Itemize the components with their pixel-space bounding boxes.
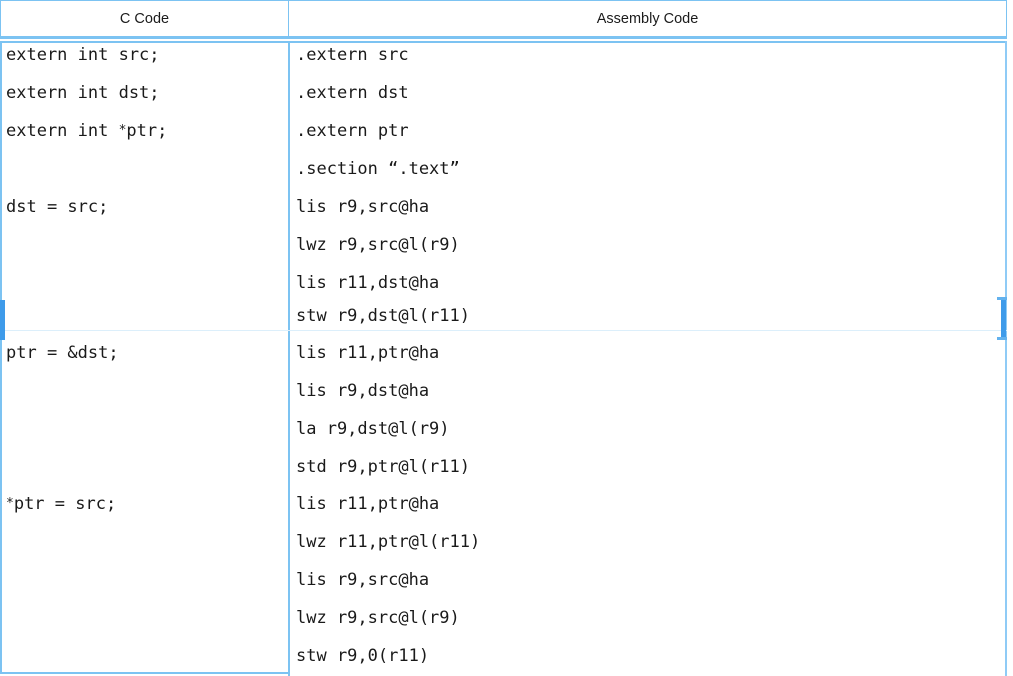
assembly-code-cell: .extern src .extern dst .extern ptr .sectio… [296, 41, 1002, 676]
resize-tick-bottom [997, 337, 1007, 340]
c-code-blank-line [6, 608, 16, 628]
c-code-blank-line [6, 570, 16, 590]
assembly-code-line: lwz r9,src@l(r9) [296, 608, 460, 628]
assembly-code-line: lis r11,ptr@ha [296, 494, 440, 514]
assembly-code-line: .extern dst [296, 83, 409, 103]
c-code-blank-line [6, 311, 16, 331]
assembly-code-line: .extern ptr [296, 121, 409, 141]
assembly-code-line: lwz r11,ptr@l(r11) [296, 532, 481, 552]
header-rule-line-bottom [0, 41, 1007, 43]
c-code-line: dst = src; [6, 197, 109, 217]
c-code-blank-line [6, 273, 16, 293]
assembly-code-line: std r9,ptr@l(r11) [296, 457, 470, 477]
c-code-blank-line [6, 159, 16, 179]
assembly-code-line: stw r9,dst@l(r11) [296, 306, 470, 326]
header-double-rule [0, 37, 1007, 43]
assembly-code-line: lis r9,dst@ha [296, 381, 430, 401]
assembly-code-line: lis r9,src@ha [296, 570, 430, 590]
header-rule-line-top [0, 37, 1007, 39]
c-code-blank-line [6, 532, 16, 552]
c-code-line: *ptr = src; [6, 494, 117, 514]
c-code-line: ptr = &dst; [6, 343, 119, 363]
c-code-line: extern int *ptr; [6, 121, 168, 141]
c-code-blank-line [6, 235, 16, 255]
assembly-code-line: la r9,dst@l(r9) [296, 419, 450, 439]
c-code-blank-line [6, 646, 16, 666]
assembly-code-line: lis r9,src@ha [296, 197, 430, 217]
resize-handle-right[interactable] [1001, 300, 1006, 340]
c-code-cell: extern int src; extern int dst; extern int… [6, 41, 284, 676]
assembly-code-line: lwz r9,src@l(r9) [296, 235, 460, 255]
c-code-line: extern int src; [6, 45, 160, 65]
table-column-divider[interactable] [288, 41, 290, 676]
c-code-blank-line [6, 419, 16, 439]
column-header-c-code: C Code [0, 0, 289, 37]
c-code-line: extern int dst; [6, 83, 160, 103]
assembly-code-line: lis r11,ptr@ha [296, 343, 440, 363]
pointer-asterisk: * [6, 496, 14, 511]
table-header-row: C Code Assembly Code [0, 0, 1007, 37]
c-code-blank-line [6, 457, 16, 477]
assembly-code-line: lis r11,dst@ha [296, 273, 440, 293]
table-row-separator [0, 330, 1007, 331]
resize-handle-left[interactable] [0, 300, 5, 340]
assembly-code-line: .extern src [296, 45, 409, 65]
column-header-assembly-code: Assembly Code [288, 0, 1007, 37]
assembly-code-line: .section “.text” [296, 159, 460, 179]
table-border-right [1005, 41, 1007, 676]
resize-tick-top [997, 297, 1007, 300]
c-code-blank-line [6, 381, 16, 401]
column-header-c-code-label: C Code [119, 10, 170, 27]
table-border-left [0, 41, 2, 674]
assembly-code-line: stw r9,0(r11) [296, 646, 430, 666]
table-border-bottom [0, 672, 290, 674]
column-header-assembly-code-label: Assembly Code [596, 10, 699, 27]
table-body: extern int src; extern int dst; extern int… [0, 41, 1013, 676]
pointer-asterisk: * [118, 123, 127, 138]
